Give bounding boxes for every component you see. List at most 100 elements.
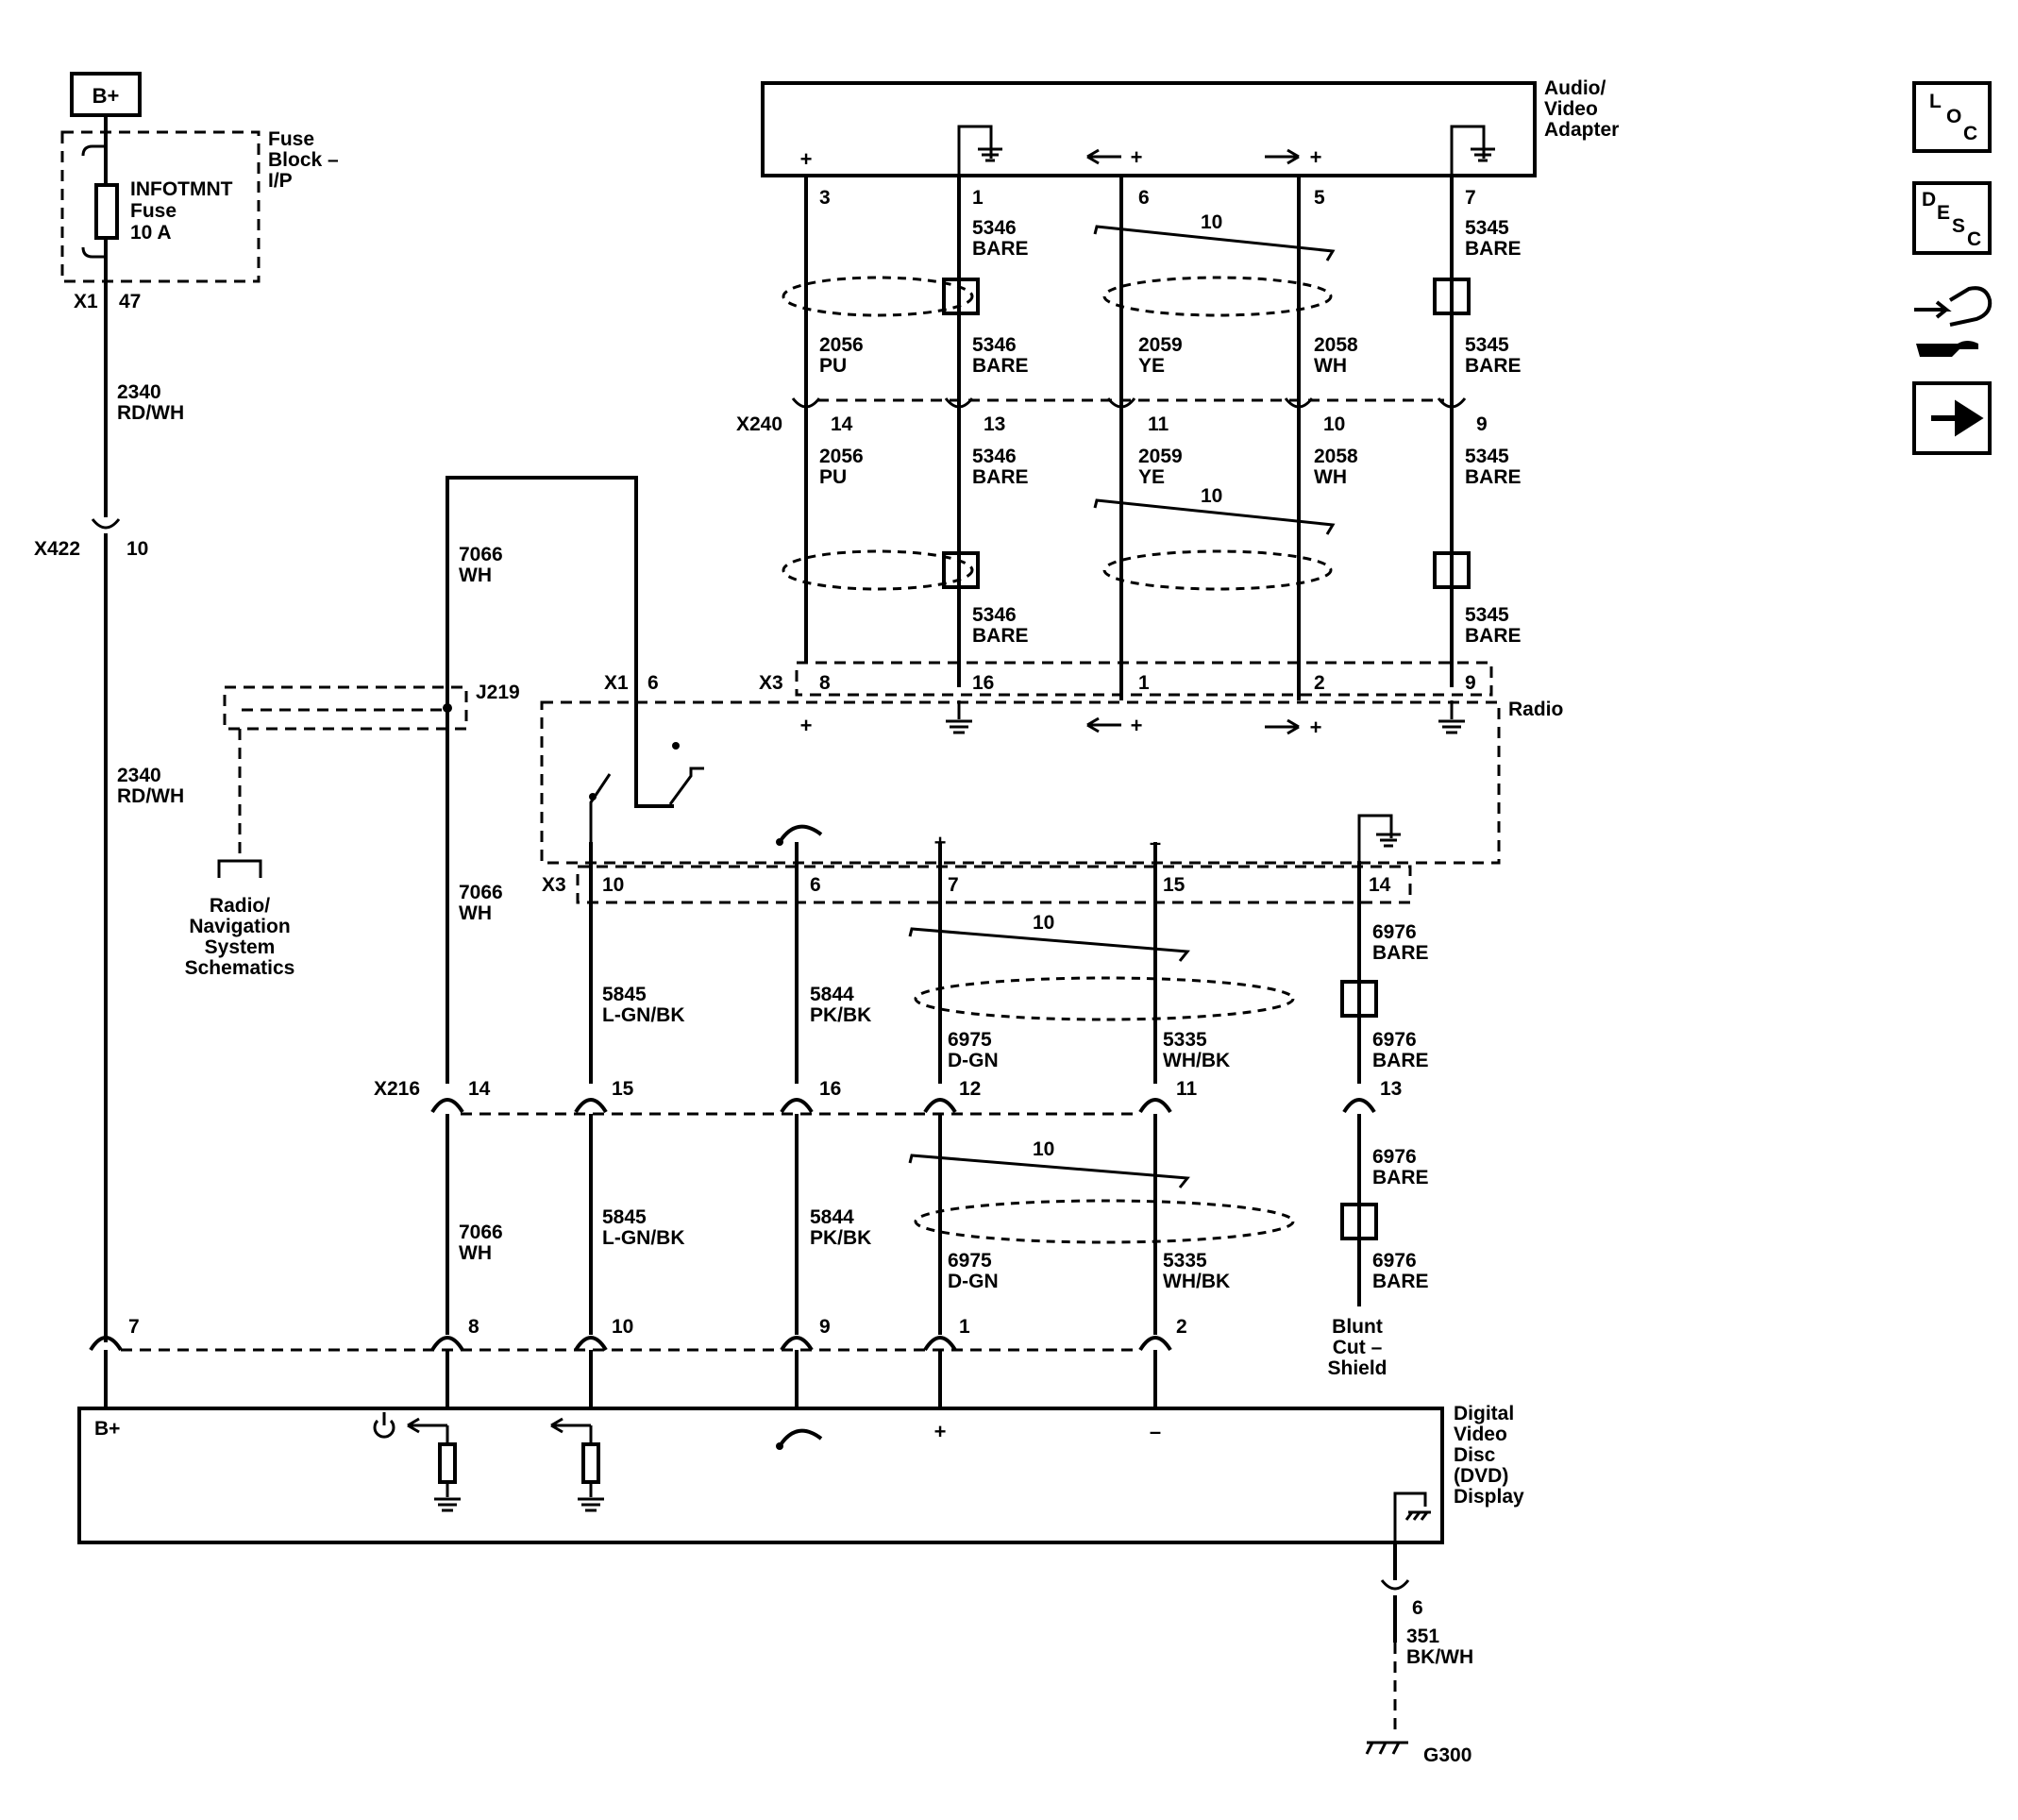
x240-twist: 10 bbox=[1201, 485, 1222, 507]
svg-text:D: D bbox=[1922, 189, 1936, 211]
ground-icon bbox=[578, 1482, 604, 1512]
fuse-block-title-1: Fuse bbox=[268, 128, 314, 150]
av-shield-right-color: BARE bbox=[1465, 238, 1522, 260]
x240-lower-circuit-4: 2058 bbox=[1314, 446, 1358, 467]
resistor-icon bbox=[581, 1442, 600, 1484]
ground-icon bbox=[1438, 700, 1465, 734]
blunt-cut-2: Cut – bbox=[1333, 1337, 1383, 1358]
x240-upper-color-5: BARE bbox=[1465, 355, 1522, 377]
fuse-block: B+ Fuse Block – I/P INFOTMNT Fuse 10 A X… bbox=[60, 72, 339, 517]
radio-x1-pin: 6 bbox=[647, 672, 659, 694]
svg-text:+: + bbox=[934, 1420, 947, 1443]
fuse-name: INFOTMNT bbox=[130, 178, 233, 200]
radio-out-shield-top-circuit: 6976 bbox=[1372, 921, 1417, 943]
dvd-connector: 7 8 10 9 1 2 bbox=[89, 1316, 1187, 1408]
x240-upper-color-2: BARE bbox=[972, 355, 1029, 377]
radio-out-circuit-3: 6975 bbox=[948, 1029, 992, 1051]
x240-upper-color-3: YE bbox=[1138, 355, 1165, 377]
svg-text:+: + bbox=[1131, 714, 1143, 737]
dvd-title-4: (DVD) bbox=[1454, 1465, 1508, 1487]
x216-circuit-5: 5335 bbox=[1163, 1250, 1207, 1272]
svg-text:L: L bbox=[1929, 91, 1942, 112]
twisted-pair-mark bbox=[1093, 225, 1336, 261]
next-button[interactable] bbox=[1912, 381, 1992, 455]
splice-j219: 7066 WH J219 Radio/ Navigation System Sc… bbox=[185, 476, 674, 1084]
radio-out-color-2: PK/BK bbox=[810, 1004, 871, 1026]
x240-upper-circuit-4: 2058 bbox=[1314, 334, 1358, 356]
radio-output-wires: 10 6976 BARE 5845 L-GN/BK 5844 PK/BK 697… bbox=[589, 842, 1429, 1084]
x216-connector: X216 14 15 16 12 11 13 bbox=[374, 1078, 1402, 1116]
ground-icon bbox=[978, 147, 1002, 162]
x240-upper-color-1: PU bbox=[819, 355, 847, 377]
dvd-title-2: Video bbox=[1454, 1424, 1507, 1445]
x216-color-1: WH bbox=[459, 1242, 492, 1264]
x216-color-4: D-GN bbox=[948, 1271, 999, 1292]
radio-out-color-1: L-GN/BK bbox=[602, 1004, 685, 1026]
radio-x3-top-label: X3 bbox=[759, 672, 783, 694]
desc-button[interactable]: D E S C bbox=[1912, 181, 1992, 255]
loc-button[interactable]: L O C bbox=[1912, 81, 1992, 153]
x240-shield-right-color: BARE bbox=[1465, 625, 1522, 647]
ground-g300: G300 bbox=[1423, 1744, 1471, 1766]
x216-shield-bot-circuit: 6976 bbox=[1372, 1250, 1417, 1272]
x216-color-3: PK/BK bbox=[810, 1227, 871, 1249]
av-title-2: Video bbox=[1544, 98, 1598, 120]
radio-x3-top-pin-2: 2 bbox=[1314, 672, 1325, 694]
radio-x3-bottom-pin-15: 15 bbox=[1163, 874, 1186, 896]
radio-out-color-3: D-GN bbox=[948, 1050, 999, 1071]
dvd-pin-8: 8 bbox=[468, 1316, 479, 1338]
radio-module: X3 8 16 1 2 9 X1 6 Radio + + + + – X3 10… bbox=[540, 661, 1563, 904]
radio-out-circuit-1: 5845 bbox=[602, 984, 647, 1005]
x216-shield-top-circuit: 6976 bbox=[1372, 1146, 1417, 1168]
fuse-word: Fuse bbox=[130, 200, 177, 222]
ground-icon bbox=[1376, 833, 1401, 848]
x216-pin-11: 11 bbox=[1176, 1078, 1198, 1100]
x240-lower-circuit-5: 5345 bbox=[1465, 446, 1509, 467]
x240-lower-color-1: PU bbox=[819, 466, 847, 488]
ground-icon bbox=[1471, 147, 1495, 162]
svg-text:C: C bbox=[1967, 228, 1981, 250]
x240-upper-circuit-3: 2059 bbox=[1138, 334, 1183, 356]
arrow-right-icon bbox=[1265, 718, 1300, 735]
connector-info-button[interactable] bbox=[1914, 286, 1993, 357]
splice-label: J219 bbox=[476, 682, 520, 703]
splice-ref-2: Navigation bbox=[189, 916, 290, 937]
dvd-ground-pin: 6 bbox=[1412, 1597, 1423, 1619]
splice-ref-3: System bbox=[205, 936, 276, 958]
video-signal-icon bbox=[778, 824, 823, 844]
dvd-bplus: B+ bbox=[94, 1418, 120, 1440]
dvd-pin-7: 7 bbox=[128, 1316, 140, 1338]
svg-text:O: O bbox=[1946, 106, 1961, 127]
radio-title: Radio bbox=[1508, 699, 1563, 720]
radio-out-shield-bot-circuit: 6976 bbox=[1372, 1029, 1417, 1051]
x240-upper-circuit-2: 5346 bbox=[972, 334, 1017, 356]
radio-out-shield-top-color: BARE bbox=[1372, 942, 1429, 964]
feed-circuit: 2340 bbox=[117, 381, 161, 403]
splice-circuit-2: 7066 bbox=[459, 882, 503, 903]
blunt-cut-1: Blunt bbox=[1332, 1316, 1383, 1338]
radio-out-circuit-2: 5844 bbox=[810, 984, 854, 1005]
feed-color: RD/WH bbox=[117, 402, 184, 424]
radio-x1-label: X1 bbox=[604, 672, 629, 694]
arrow-left-icon bbox=[407, 1417, 447, 1434]
svg-text:S: S bbox=[1952, 215, 1965, 237]
hand-icon bbox=[1948, 286, 1993, 327]
x240-pin-10: 10 bbox=[1323, 413, 1345, 435]
reference-bracket-icon bbox=[217, 859, 262, 878]
splice-circuit: 7066 bbox=[459, 544, 503, 565]
x216-circuit-1: 7066 bbox=[459, 1222, 503, 1243]
av-pin-6: 6 bbox=[1138, 187, 1150, 209]
switch-icon bbox=[589, 773, 612, 842]
av-twist: 10 bbox=[1201, 211, 1222, 233]
x216-to-dvd-wires: 10 6976 BARE 7066 WH 5845 L-GN/BK 5844 P… bbox=[446, 1114, 1429, 1379]
ground-icon bbox=[434, 1482, 461, 1512]
av-shield-left-circuit: 5346 bbox=[972, 217, 1017, 239]
x216-color-2: L-GN/BK bbox=[602, 1227, 685, 1249]
radio-x3-top-pin-9: 9 bbox=[1465, 672, 1476, 694]
av-pin-7: 7 bbox=[1465, 187, 1476, 209]
av-shield-right-circuit: 5345 bbox=[1465, 217, 1509, 239]
chassis-ground-icon bbox=[1365, 1741, 1408, 1755]
x216-twist: 10 bbox=[1033, 1138, 1054, 1160]
x240-upper-circuit-1: 2056 bbox=[819, 334, 864, 356]
av-pin-1: 1 bbox=[972, 187, 984, 209]
